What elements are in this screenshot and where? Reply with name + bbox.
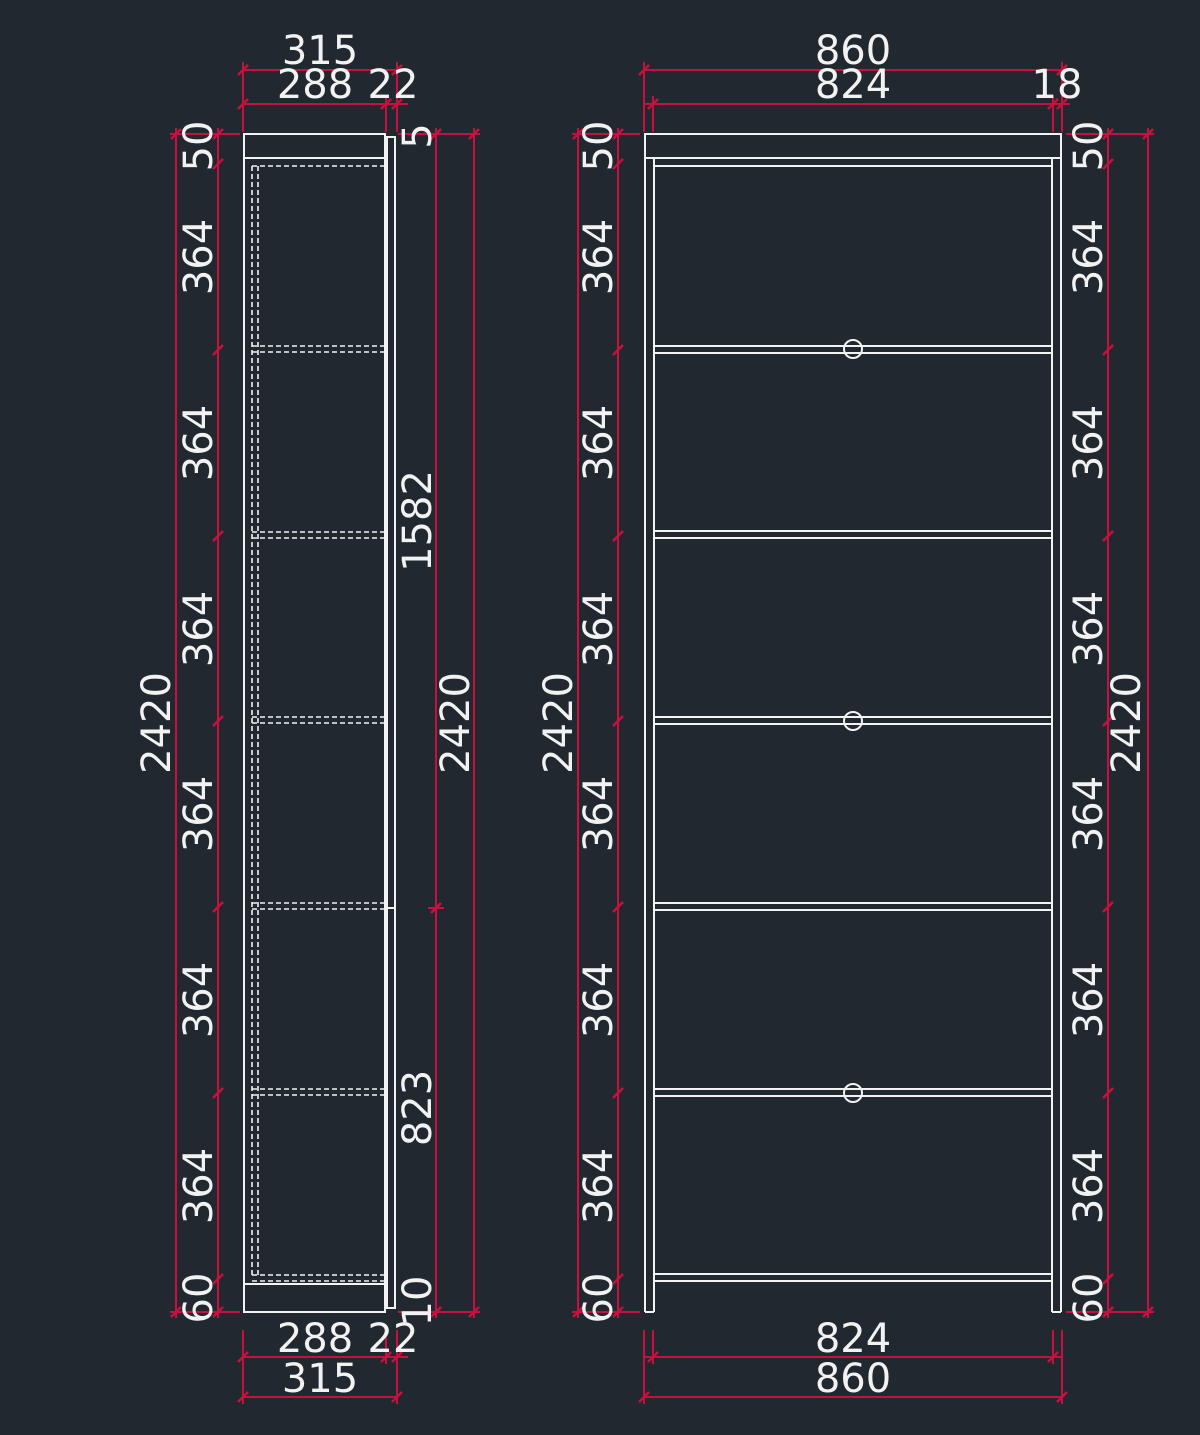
front-right-seg-label: 364	[1066, 776, 1112, 852]
side-left-seg-label: 364	[176, 405, 222, 481]
side-top-depth-label: 288	[277, 62, 353, 108]
side-left-seg-label: 60	[176, 1273, 222, 1324]
front-left-seg-label: 364	[576, 591, 622, 667]
front-right-seg-label: 364	[1066, 962, 1112, 1038]
side-view-cabinet	[243, 133, 396, 1313]
side-left-seg-label: 364	[176, 776, 222, 852]
side-view-hidden-shelves	[252, 345, 385, 1282]
front-top-inner-label: 824	[815, 62, 891, 108]
shelf-support-circle	[843, 711, 863, 731]
front-top-side-label: 18	[1032, 62, 1083, 108]
side-left-seg-label: 50	[176, 121, 222, 172]
front-bottom-overall-label: 860	[815, 1356, 891, 1402]
front-view-cabinet	[644, 133, 1062, 1313]
front-view-top-panel	[644, 133, 1062, 159]
side-view-labels: 315 288 22 288 22 315 50 364 364 364 364…	[134, 28, 479, 1402]
side-right-overall-label: 2420	[433, 672, 479, 774]
side-right-lower-label: 823	[395, 1070, 441, 1146]
side-top-back-label: 22	[368, 62, 419, 108]
side-right-top-gap-label: 5	[395, 123, 441, 148]
front-left-overall-label: 2420	[536, 672, 582, 774]
side-view-outline	[243, 133, 386, 1313]
front-view-labels: 860 824 18 824 860 50 364 364 364 364 36…	[536, 28, 1150, 1402]
front-right-overall-label: 2420	[1104, 672, 1150, 774]
side-left-seg-label: 364	[176, 1148, 222, 1224]
front-view-shelves	[654, 345, 1052, 1282]
side-right-bottom-gap-label: 10	[395, 1276, 441, 1327]
side-bottom-overall-label: 315	[282, 1356, 358, 1402]
side-top-overall-label: 315	[282, 28, 358, 74]
front-right-seg-label: 50	[1066, 121, 1112, 172]
side-bottom-back-label: 22	[368, 1316, 419, 1362]
front-bottom-inner-label: 824	[815, 1316, 891, 1362]
side-view-dimensions	[170, 62, 480, 1404]
side-left-overall-label: 2420	[134, 672, 180, 774]
front-view-dimensions	[572, 62, 1154, 1404]
front-left-seg-label: 364	[576, 405, 622, 481]
front-right-seg-label: 364	[1066, 405, 1112, 481]
front-right-seg-label: 60	[1066, 1273, 1112, 1324]
side-view-door-panel	[386, 136, 396, 1309]
front-left-seg-label: 364	[576, 1148, 622, 1224]
front-right-seg-label: 364	[1066, 591, 1112, 667]
front-right-seg-label: 364	[1066, 219, 1112, 295]
front-left-seg-label: 60	[576, 1273, 622, 1324]
front-left-seg-label: 364	[576, 962, 622, 1038]
front-left-seg-label: 50	[576, 121, 622, 172]
side-right-upper-label: 1582	[395, 470, 441, 572]
shelf-support-circle	[843, 1083, 863, 1103]
front-left-seg-label: 364	[576, 776, 622, 852]
front-left-seg-label: 364	[576, 219, 622, 295]
side-bottom-depth-label: 288	[277, 1316, 353, 1362]
front-right-seg-label: 364	[1066, 1148, 1112, 1224]
front-top-overall-label: 860	[815, 28, 891, 74]
side-left-seg-label: 364	[176, 591, 222, 667]
side-left-seg-label: 364	[176, 962, 222, 1038]
side-left-seg-label: 364	[176, 219, 222, 295]
shelf-support-circle	[843, 339, 863, 359]
